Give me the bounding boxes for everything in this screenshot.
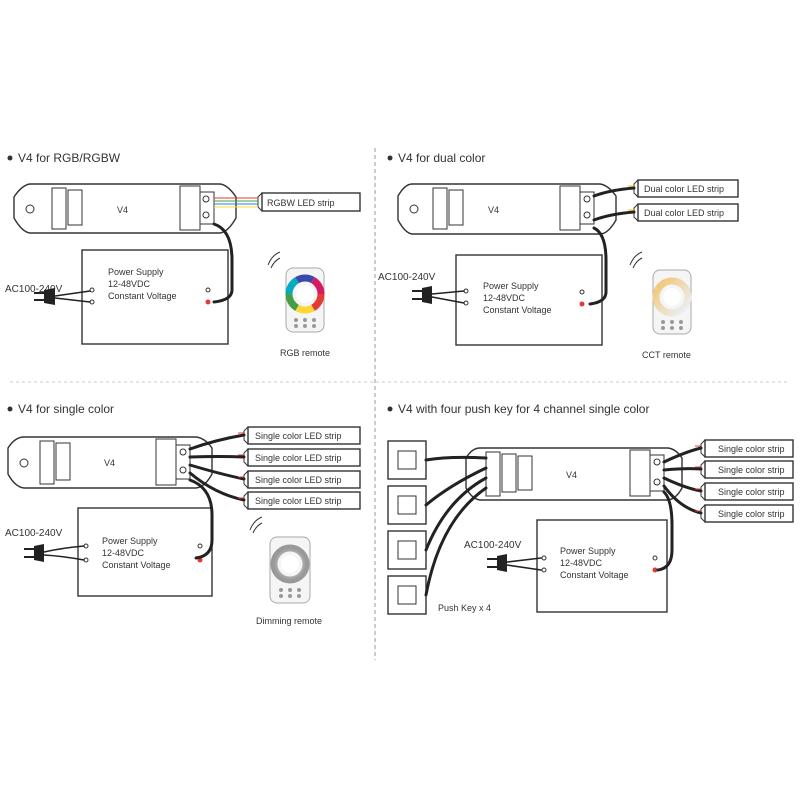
strip-label: Dual color LED strip bbox=[644, 184, 724, 194]
led-strip-4: Single color LED strip bbox=[243, 491, 361, 510]
controller-label: V4 bbox=[104, 458, 115, 468]
v4-controller: V4 bbox=[7, 436, 213, 489]
v4-controller: V4 bbox=[13, 183, 237, 234]
psu-line-2: 12-48VDC bbox=[108, 279, 151, 289]
ac-label: AC100-240V bbox=[464, 540, 522, 551]
v4-controller: V4 bbox=[465, 447, 683, 501]
power-supply: Power Supply 12-48VDC Constant Voltage bbox=[455, 254, 603, 346]
remote-label: Dimming remote bbox=[256, 616, 322, 626]
panel-pushkey: V4 with four push key for 4 channel sing… bbox=[387, 402, 794, 615]
psu-line-3: Constant Voltage bbox=[102, 560, 171, 570]
psu-line-2: 12-48VDC bbox=[102, 548, 145, 558]
strip-label: Single color LED strip bbox=[255, 453, 342, 463]
panel-single: V4 for single color V4 Single color LED … bbox=[5, 402, 361, 626]
strip-label: Single color LED strip bbox=[255, 496, 342, 506]
plug-icon bbox=[34, 288, 91, 305]
strip-label: RGBW LED strip bbox=[267, 198, 335, 208]
cct-remote-icon bbox=[629, 251, 692, 335]
psu-line-2: 12-48VDC bbox=[483, 293, 526, 303]
plug-icon bbox=[412, 286, 465, 304]
power-supply: Power Supply 12-48VDC Constant Voltage bbox=[81, 249, 229, 345]
strip-label: Single color strip bbox=[718, 509, 785, 519]
psu-line-1: Power Supply bbox=[560, 546, 616, 556]
panel-title: V4 for dual color bbox=[398, 151, 485, 165]
controller-label: V4 bbox=[488, 205, 499, 215]
bullet-icon bbox=[7, 406, 13, 412]
remote-label: RGB remote bbox=[280, 348, 330, 358]
push-key-4 bbox=[387, 575, 427, 615]
bullet-icon bbox=[7, 155, 13, 161]
power-supply: Power Supply 12-48VDC Constant Voltage bbox=[77, 507, 213, 597]
bullet-icon bbox=[387, 155, 393, 161]
panel-title: V4 for RGB/RGBW bbox=[18, 151, 121, 165]
led-strip-2: Single color strip bbox=[700, 460, 794, 479]
panel-title: V4 with four push key for 4 channel sing… bbox=[398, 402, 649, 416]
push-key-1 bbox=[387, 440, 427, 480]
led-strip-1: Dual color LED strip bbox=[633, 179, 739, 198]
psu-line-1: Power Supply bbox=[102, 536, 158, 546]
psu-line-1: Power Supply bbox=[108, 267, 164, 277]
panel-title: V4 for single color bbox=[18, 402, 114, 416]
strip-label: Single color strip bbox=[718, 444, 785, 454]
psu-line-3: Constant Voltage bbox=[560, 570, 629, 580]
strip-label: Single color strip bbox=[718, 487, 785, 497]
led-strip-4: Single color strip bbox=[700, 504, 794, 523]
psu-line-3: Constant Voltage bbox=[483, 305, 552, 315]
led-strip: RGBW LED strip bbox=[257, 192, 361, 212]
ac-label: AC100-240V bbox=[5, 284, 63, 295]
strip-label: Single color strip bbox=[718, 465, 785, 475]
power-supply: Power Supply 12-48VDC Constant Voltage bbox=[536, 519, 668, 613]
ac-label: AC100-240V bbox=[5, 528, 63, 539]
bullet-icon bbox=[387, 406, 393, 412]
strip-label: Single color LED strip bbox=[255, 431, 342, 441]
psu-line-2: 12-48VDC bbox=[560, 558, 603, 568]
plug-icon bbox=[24, 544, 85, 562]
led-strip-3: Single color LED strip bbox=[243, 470, 361, 489]
pushkey-label: Push Key x 4 bbox=[438, 603, 491, 613]
plug-icon bbox=[487, 554, 542, 572]
psu-line-1: Power Supply bbox=[483, 281, 539, 291]
push-key-2 bbox=[387, 485, 427, 525]
controller-label: V4 bbox=[117, 205, 128, 215]
strip-label: Dual color LED strip bbox=[644, 208, 724, 218]
led-strip-1: Single color strip bbox=[700, 439, 794, 458]
ac-label: AC100-240V bbox=[378, 272, 436, 283]
led-strip-2: Dual color LED strip bbox=[633, 203, 739, 222]
rgb-remote-icon bbox=[267, 251, 327, 333]
panel-dual: V4 for dual color V4 Dual color LED stri… bbox=[378, 151, 739, 360]
push-key-3 bbox=[387, 530, 427, 570]
dimming-remote-icon bbox=[249, 516, 311, 604]
strip-label: Single color LED strip bbox=[255, 475, 342, 485]
controller-label: V4 bbox=[566, 470, 577, 480]
led-strip-3: Single color strip bbox=[700, 482, 794, 501]
led-strip-1: Single color LED strip bbox=[243, 426, 361, 445]
psu-line-3: Constant Voltage bbox=[108, 291, 177, 301]
remote-label: CCT remote bbox=[642, 350, 691, 360]
v4-controller: V4 bbox=[397, 183, 617, 235]
led-strip-2: Single color LED strip bbox=[243, 448, 361, 467]
panel-rgb: V4 for RGB/RGBW V4 RGBW LED strip Power … bbox=[5, 151, 361, 358]
